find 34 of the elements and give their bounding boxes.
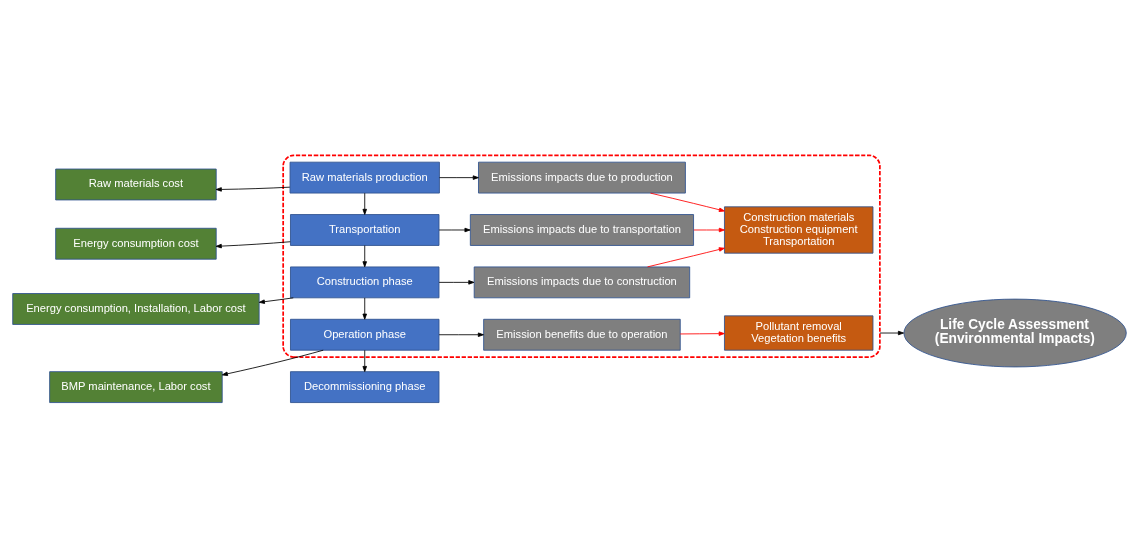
arrow [647, 247, 725, 268]
arrow [438, 332, 484, 337]
arrow [650, 192, 725, 212]
node-box: Energy consumption, Installation, Labor cost [12, 293, 260, 325]
arrow [362, 192, 367, 215]
node-box: Construction phase [290, 266, 440, 299]
node-box: Operation phase [290, 318, 440, 351]
arrow [215, 241, 291, 249]
arrow [438, 227, 471, 233]
node-box: Emissions impacts due to production [478, 161, 686, 194]
arrow [362, 349, 367, 372]
node-ellipse: Life Cycle Assessment (Environmental Impacts) [903, 298, 1127, 368]
arrow [215, 186, 291, 192]
node-box: Emissions impacts due to transportation [469, 214, 694, 246]
node-box: BMP maintenance, Labor cost [49, 371, 223, 403]
node-box: Emission benefits due to operation [483, 318, 681, 351]
arrow [362, 245, 367, 268]
arrow [879, 330, 904, 336]
node-box: Raw materials production [289, 161, 440, 194]
arrow [221, 349, 324, 376]
arrow [679, 331, 725, 336]
arrow [439, 175, 479, 180]
node-box: Transportation [290, 214, 440, 246]
arrow [258, 297, 294, 304]
cluster [282, 154, 881, 358]
arrow [362, 297, 367, 320]
node-box: Emissions impacts due to construction [473, 266, 691, 299]
arrow [693, 227, 725, 233]
arrow [438, 280, 475, 285]
node-box: Decommissioning phase [290, 371, 440, 403]
node-box: Pollutant removal Vegetation benefits [724, 315, 874, 351]
node-box: Raw materials cost [55, 168, 217, 201]
node-box: Energy consumption cost [55, 227, 217, 260]
node-box: Construction materials Construction equipment Transportation [724, 206, 874, 254]
